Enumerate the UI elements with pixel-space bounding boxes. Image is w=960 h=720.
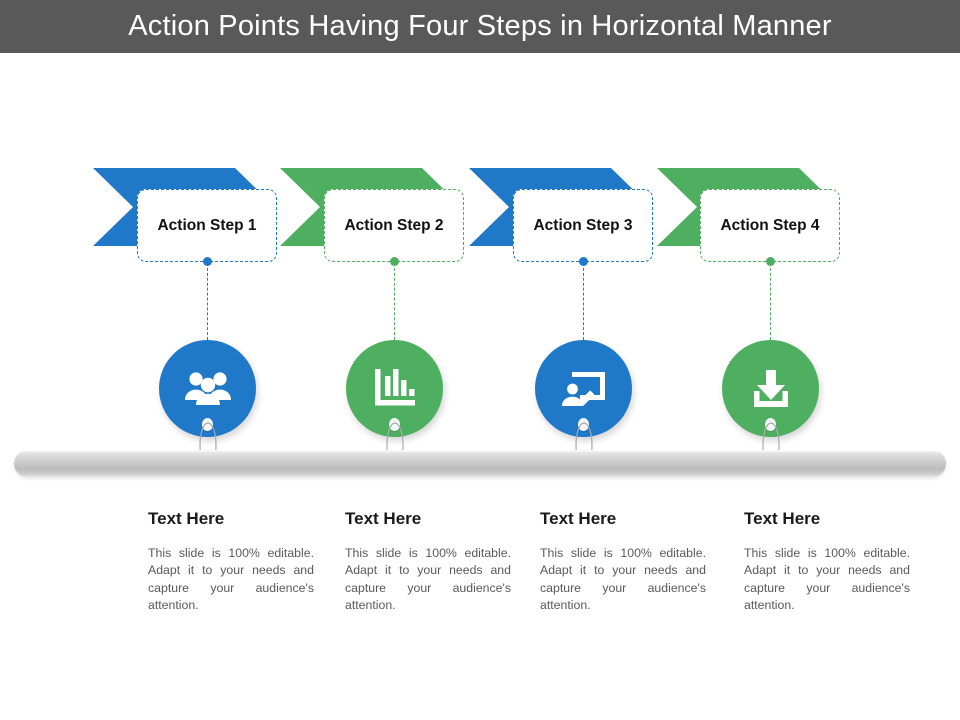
- text-heading-2: Text Here: [345, 509, 422, 528]
- step-box-4[interactable]: Action Step 4: [700, 189, 840, 262]
- text-block-1: Text Here This slide is 100% editable. A…: [148, 509, 328, 615]
- step-box-label-1: Action Step 1: [157, 216, 257, 234]
- step-box-label-4: Action Step 4: [720, 216, 820, 234]
- connector-line-2: [394, 263, 395, 340]
- horizontal-rail: [14, 450, 946, 477]
- text-block-4: Text Here This slide is 100% editable. A…: [744, 509, 924, 615]
- icon-circle-1[interactable]: [159, 340, 256, 437]
- page-title: Action Points Having Four Steps in Horiz…: [128, 10, 832, 42]
- text-heading-1: Text Here: [148, 509, 225, 528]
- connector-dot-1: [203, 257, 212, 266]
- step-box-1[interactable]: Action Step 1: [137, 189, 277, 262]
- text-block-2: Text Here This slide is 100% editable. A…: [345, 509, 525, 615]
- step-box-3[interactable]: Action Step 3: [513, 189, 653, 262]
- connector-line-4: [770, 263, 771, 340]
- download-icon: [749, 367, 793, 411]
- connector-line-3: [583, 263, 584, 340]
- connector-dot-4: [766, 257, 775, 266]
- bar-chart-icon: [372, 367, 418, 411]
- bead-4: [765, 418, 776, 431]
- bead-1: [202, 418, 213, 431]
- step-box-label-2: Action Step 2: [344, 216, 444, 234]
- text-body-2: This slide is 100% editable. Adapt it to…: [345, 545, 511, 613]
- people-group-icon: [183, 369, 233, 409]
- text-heading-4: Text Here: [744, 509, 821, 528]
- step-box-label-3: Action Step 3: [533, 216, 633, 234]
- connector-dot-2: [390, 257, 399, 266]
- text-heading-3: Text Here: [540, 509, 617, 528]
- connector-line-1: [207, 263, 208, 340]
- title-bar: Action Points Having Four Steps in Horiz…: [0, 0, 960, 53]
- text-body-1: This slide is 100% editable. Adapt it to…: [148, 545, 314, 613]
- text-block-3: Text Here This slide is 100% editable. A…: [540, 509, 720, 615]
- bead-2: [389, 418, 400, 431]
- text-body-4: This slide is 100% editable. Adapt it to…: [744, 545, 910, 613]
- presentation-board-icon: [559, 368, 609, 410]
- connector-dot-3: [579, 257, 588, 266]
- step-box-2[interactable]: Action Step 2: [324, 189, 464, 262]
- bead-3: [578, 418, 589, 431]
- text-body-3: This slide is 100% editable. Adapt it to…: [540, 545, 706, 613]
